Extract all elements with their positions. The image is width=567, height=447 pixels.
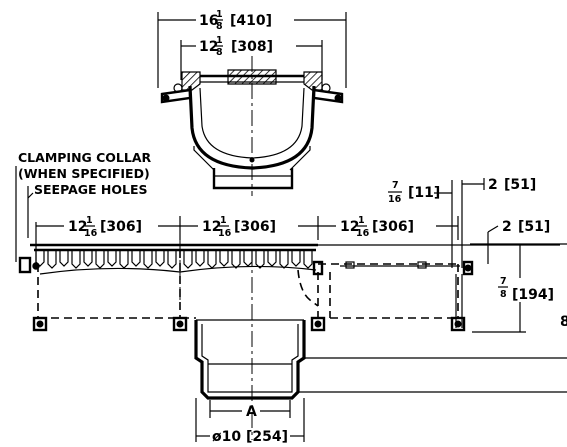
side-elevation-view: 12 1 16 [306] 12 1 16 [306] 12 1 16 [306… xyxy=(18,177,567,445)
spigot xyxy=(212,168,294,190)
section-2-whole: 12 xyxy=(202,219,221,235)
section-1-den: 16 xyxy=(84,228,98,239)
dimension-a-label: A xyxy=(246,404,257,420)
outlet-diameter-metric: [254] xyxy=(246,429,288,445)
dimension-a: A xyxy=(209,400,291,420)
end-offset-top-value: 2 xyxy=(488,177,498,193)
section-3-num: 1 xyxy=(358,215,365,226)
cross-section-view: 16 1 8 [410] 12 1 8 [308] xyxy=(157,9,347,196)
section-2-metric: [306] xyxy=(234,219,276,235)
section-3-den: 16 xyxy=(356,228,370,239)
channel-width-dimension: 12 1 8 [308] xyxy=(180,35,323,80)
height-dimension: 7 8 [194] 8 xyxy=(470,243,567,333)
gap-metric: [11] xyxy=(408,185,440,201)
section-length-1: 12 1 16 [306] xyxy=(68,215,142,239)
height-metric: [194] xyxy=(512,287,554,303)
channel-body xyxy=(37,240,460,319)
channel-width-num: 1 xyxy=(216,35,223,46)
height-den: 8 xyxy=(500,289,507,300)
height-num: 7 xyxy=(500,276,507,287)
overall-width-dimension: 16 1 8 [410] xyxy=(157,9,347,88)
section-length-dimensions: 12 1 16 [306] 12 1 16 [306] 12 1 16 [306… xyxy=(35,215,459,264)
section-3-whole: 12 xyxy=(340,219,359,235)
gap-den: 16 xyxy=(388,194,402,205)
end-offset-top-metric: [51] xyxy=(504,177,536,193)
overall-width-whole: 16 xyxy=(199,13,218,29)
overall-width-num: 1 xyxy=(216,9,223,20)
section-1-num: 1 xyxy=(86,215,93,226)
callout-labels: CLAMPING COLLAR (WHEN SPECIFIED) SEEPAGE… xyxy=(15,150,152,262)
section-2-num: 1 xyxy=(220,215,227,226)
grate-top xyxy=(30,243,560,275)
end-offset-top-dimension: 2 [51] xyxy=(462,177,536,193)
section-1-whole: 12 xyxy=(68,219,87,235)
section-2-den: 16 xyxy=(218,228,232,239)
channel-width-den: 8 xyxy=(216,47,223,58)
gap-num: 7 xyxy=(392,180,399,191)
edge-letter: 8 xyxy=(560,314,567,330)
section-length-3: 12 1 16 [306] xyxy=(340,215,414,239)
outlet-body xyxy=(194,250,567,440)
when-specified-label: (WHEN SPECIFIED) xyxy=(18,166,150,181)
overall-width-den: 8 xyxy=(216,21,223,32)
end-offset-side-value: 2 xyxy=(502,219,512,235)
channel-width-whole: 12 xyxy=(199,39,218,55)
outlet-diameter-dimension: ø10 [254] xyxy=(195,398,305,445)
channel-width-metric: [308] xyxy=(231,39,273,55)
section-1-metric: [306] xyxy=(100,219,142,235)
clamping-collar-label: CLAMPING COLLAR xyxy=(18,150,152,165)
clamp-bolts xyxy=(18,256,474,332)
section-3-metric: [306] xyxy=(372,219,414,235)
end-offset-side-metric: [51] xyxy=(518,219,550,235)
seepage-holes-label: SEEPAGE HOLES xyxy=(34,182,148,197)
end-offset-side-dimension: 2 [51] xyxy=(487,219,550,264)
gap-dimension: 7 16 [11] xyxy=(388,180,463,268)
outlet-diameter-value: ø10 xyxy=(212,429,241,445)
overall-width-metric: [410] xyxy=(230,13,272,29)
section-length-2: 12 1 16 [306] xyxy=(202,215,276,239)
